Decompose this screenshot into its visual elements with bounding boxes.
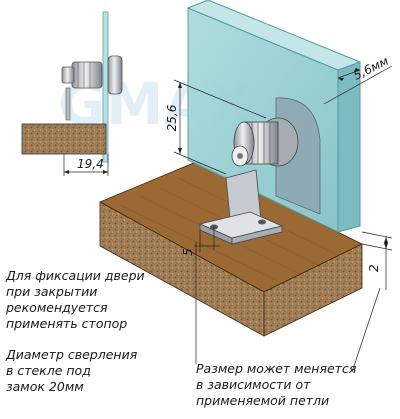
dim-gap: 2 xyxy=(361,231,393,290)
note-size-varies: Размер может меняется в зависимости от п… xyxy=(196,361,357,408)
svg-text:25,6: 25,6 xyxy=(165,104,179,131)
lock-depth-label: 19,4 xyxy=(77,157,104,171)
svg-text:5: 5 xyxy=(181,248,195,256)
svg-text:5,6мм: 5,6мм xyxy=(351,54,391,83)
leader-gap-note xyxy=(351,287,381,373)
note-stopper: Для фиксации двери при закрытии рекоменд… xyxy=(6,268,145,331)
lock-body xyxy=(231,117,299,167)
l-bracket xyxy=(198,169,284,245)
dim-lock-height: 25,6 xyxy=(165,79,267,175)
dim-bracket-offset: 5 xyxy=(181,227,220,256)
side-view: 19,4 xyxy=(21,11,123,176)
glass-edge xyxy=(337,61,361,233)
svg-text:2: 2 xyxy=(367,264,381,272)
wood-right-edge xyxy=(263,243,363,337)
note-drilling: Диаметр сверления в стекле под замок 20м… xyxy=(6,347,138,394)
